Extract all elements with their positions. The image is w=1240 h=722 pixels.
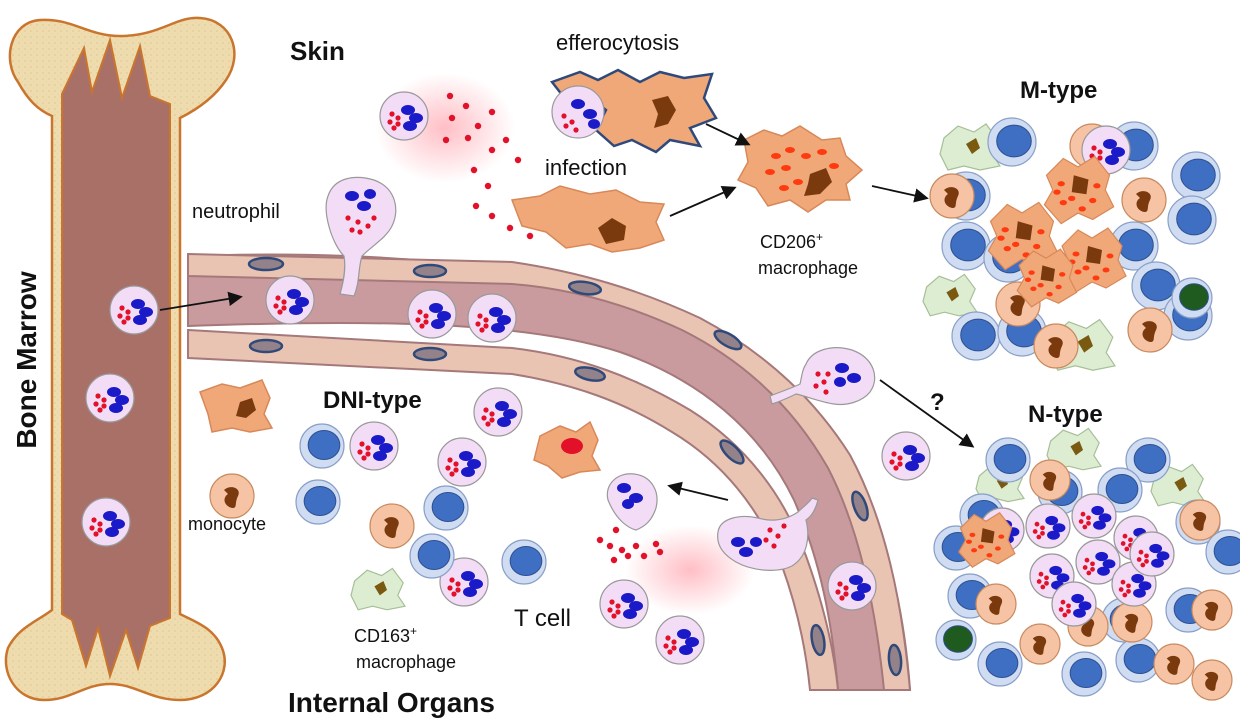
cd163-label: CD163+ xyxy=(354,624,417,646)
monocyte-label: monocyte xyxy=(188,514,266,534)
t-cell xyxy=(987,117,1037,167)
neutrophil-cell xyxy=(437,437,487,487)
t-cell xyxy=(1171,277,1213,319)
neutrophil-label: neutrophil xyxy=(192,201,280,223)
neutrophil-cell xyxy=(407,289,457,339)
cd206-macrophage-cell xyxy=(1043,155,1115,225)
t-cell xyxy=(1167,195,1217,245)
arrow-cd206-to-mtype xyxy=(871,185,929,203)
monocyte-cell xyxy=(1029,459,1071,501)
neutrophil-cell xyxy=(1071,493,1117,539)
monocyte-cell xyxy=(1153,643,1195,685)
t-cell xyxy=(935,619,977,661)
neutrophil-cell xyxy=(349,421,399,471)
neutrophil-cell xyxy=(467,293,517,343)
neutrophil-cell xyxy=(379,91,429,141)
extravasating-neutrophil xyxy=(717,497,819,571)
degranulating-neutrophil xyxy=(606,473,658,531)
t-cell xyxy=(985,437,1031,483)
t-cell xyxy=(1205,529,1240,575)
cd163-macrophage-cell xyxy=(1046,427,1102,471)
cd206-label: CD206+ xyxy=(760,230,823,252)
t-cell xyxy=(1115,637,1161,683)
infection-label: infection xyxy=(545,155,627,180)
t-cell xyxy=(299,423,345,469)
extravasating-neutrophil xyxy=(325,176,397,297)
monocyte-cell xyxy=(369,503,415,549)
dni-type-label: DNI-type xyxy=(323,387,422,414)
t-cell xyxy=(501,539,547,585)
cd206-macrophage-cell xyxy=(958,512,1016,568)
arrow-to-degranulation xyxy=(667,481,729,501)
neutrophil-cell xyxy=(655,615,705,665)
monocyte-cell xyxy=(1191,589,1233,631)
monocyte-cell xyxy=(1179,499,1221,541)
neutrophil-cell xyxy=(85,373,135,423)
neutrophil-cell xyxy=(1025,503,1071,549)
macrophage xyxy=(199,379,274,433)
t-cell-label: T cell xyxy=(514,605,571,632)
t-cell xyxy=(977,641,1023,687)
t-cell xyxy=(951,311,1001,361)
t-cell xyxy=(941,221,991,271)
neutrophil-cell xyxy=(881,431,931,481)
monocyte-cell xyxy=(929,173,975,219)
neutrophil-cell xyxy=(1051,581,1097,627)
neutrophil-cell xyxy=(265,275,315,325)
monocyte-cell xyxy=(1127,307,1173,353)
cd206-macrophage xyxy=(736,125,864,213)
blood-vessel xyxy=(187,252,912,691)
cd163-macrophage-label: macrophage xyxy=(356,652,456,672)
monocyte-cell xyxy=(1019,623,1061,665)
monocyte-cell xyxy=(975,583,1017,625)
neutrophil-cell xyxy=(1075,539,1121,585)
infection-macrophage xyxy=(510,185,666,253)
arrow-marrow-to-vessel xyxy=(159,291,243,311)
monocyte-cell xyxy=(1191,659,1233,701)
arrow-efferocytosis-to-cd206 xyxy=(705,123,751,146)
t-cell xyxy=(295,479,341,525)
neutrophil-cell xyxy=(439,557,489,607)
neutrophil-cell xyxy=(599,579,649,629)
monocyte-cell xyxy=(1111,601,1153,643)
neutrophil-cell xyxy=(81,497,131,547)
t-cell xyxy=(1061,651,1107,697)
cd206-macrophage-cell xyxy=(1016,248,1078,308)
apoptotic-neutrophil xyxy=(551,85,605,139)
macrophage xyxy=(533,420,602,479)
arrows xyxy=(159,123,975,501)
neutrophil-cell xyxy=(473,387,523,437)
arrow-to-ntype xyxy=(879,379,975,448)
bone-marrow-label: Bone Marrow xyxy=(11,271,42,449)
neutrophil-cell xyxy=(827,561,877,611)
cd206-macrophage-cell xyxy=(987,201,1059,271)
neutrophil-cell xyxy=(109,285,159,335)
monocyte-cell xyxy=(1121,177,1167,223)
t-cell xyxy=(409,533,455,579)
monocyte-cell xyxy=(1033,323,1079,369)
t-cell xyxy=(423,485,469,531)
question-mark: ? xyxy=(930,389,945,416)
efferocytosis-label: efferocytosis xyxy=(556,30,679,55)
m-type-label: M-type xyxy=(1020,77,1097,104)
cd206-macrophage-label: macrophage xyxy=(758,258,858,278)
n-type-label: N-type xyxy=(1028,401,1103,428)
skin-label: Skin xyxy=(290,36,345,66)
t-cell xyxy=(1171,151,1221,201)
neutrophil-cell xyxy=(1129,531,1175,577)
cd163-macrophage-cell xyxy=(922,273,978,317)
cd163-macrophage-cell xyxy=(939,123,1001,171)
arrow-infection-to-cd206 xyxy=(669,186,737,217)
internal-organs-label: Internal Organs xyxy=(288,687,495,718)
t-cell xyxy=(1125,437,1171,483)
extravasating-neutrophil xyxy=(769,347,876,406)
monocyte-cell xyxy=(209,473,255,519)
cd163-macrophage-cell xyxy=(350,567,406,611)
